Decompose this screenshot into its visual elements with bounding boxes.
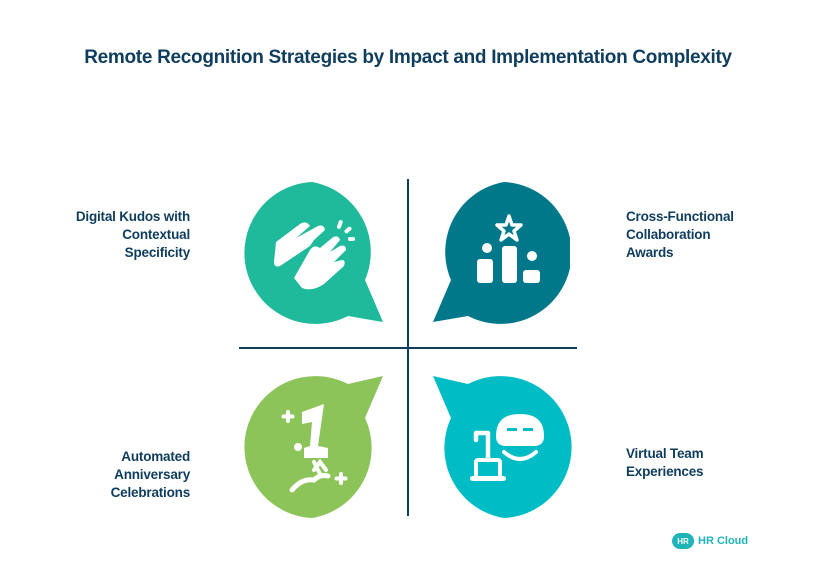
quadrant-bubble-top-right — [433, 182, 570, 324]
anniversary-number-one-icon — [281, 404, 348, 493]
label-top-right: Cross-Functional Collaboration Awards — [626, 209, 734, 260]
logo-text: HR Cloud — [698, 535, 749, 547]
quadrant-bubble-bottom-left — [244, 376, 383, 518]
label-top-left: Digital Kudos with Contextual Specificit… — [75, 209, 190, 260]
label-bottom-left: Automated Anniversary Celebrations — [110, 449, 191, 500]
hr-cloud-logo: HR HR Cloud — [672, 533, 748, 549]
quadrant-bubble-bottom-right — [433, 376, 572, 518]
page-title: Remote Recognition Strategies by Impact … — [84, 47, 732, 68]
clapping-hands-icon — [274, 220, 355, 290]
quadrant-bubble-top-left — [244, 182, 383, 324]
cloud-icon: HR — [672, 533, 694, 549]
podium-star-icon — [477, 214, 540, 283]
horizontal-axis — [239, 347, 577, 349]
label-bottom-right: Virtual Team Experiences — [626, 446, 704, 479]
vr-headset-laptop-icon — [470, 414, 544, 481]
